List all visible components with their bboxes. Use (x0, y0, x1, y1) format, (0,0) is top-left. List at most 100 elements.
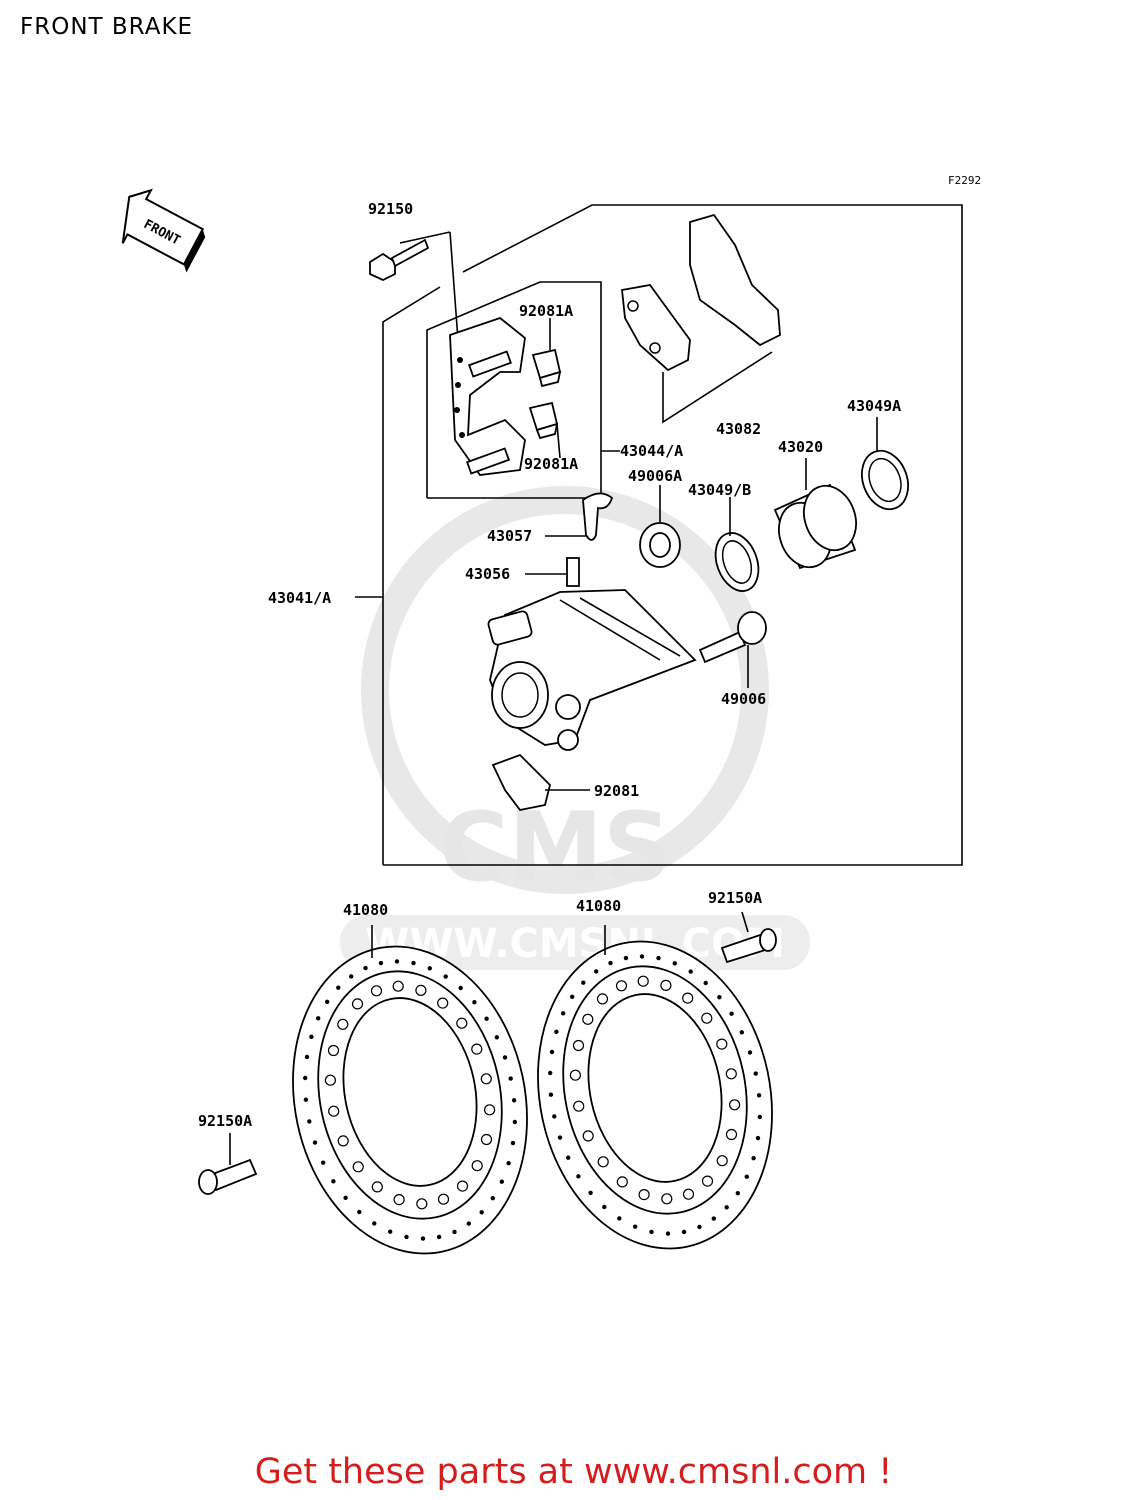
left-disc-inner-hole (393, 1193, 405, 1206)
caliper-bracket (449, 316, 526, 476)
right-disc-outer-hole (751, 1155, 756, 1161)
right-disc-inner-hole (616, 1176, 628, 1188)
right-disc-outer-hole (649, 1229, 654, 1235)
right-disc-outer-hole (548, 1092, 554, 1097)
seal-43049B (714, 497, 760, 592)
left-disc-outer-hole (304, 1054, 310, 1060)
right-disc-inner-hole (637, 975, 649, 987)
right-disc-outer-hole (608, 960, 613, 966)
right-disc-outer-hole (588, 1190, 593, 1196)
left-disc-outer-hole (312, 1140, 318, 1145)
seal-43049A (861, 417, 909, 511)
right-disc-outer-hole (744, 1174, 750, 1179)
left-disc-outer-hole (378, 960, 384, 966)
right-disc-outer-hole (717, 995, 722, 1000)
right-disc-outer-hole (672, 961, 678, 966)
left-disc-outer-hole (303, 1075, 308, 1081)
label-43041A: 43041/A (268, 589, 331, 607)
label-43020: 43020 (778, 438, 823, 456)
label-43049B: 43049/B (688, 481, 751, 499)
right-disc-inner-hole (572, 1039, 585, 1052)
right-disc-outer-hole (681, 1229, 687, 1235)
left-disc-inner-hole (371, 1181, 383, 1193)
right-disc-outer-hole (633, 1224, 638, 1229)
right-disc-inner-hole (597, 1156, 609, 1168)
left-disc-inner-hole (416, 1198, 428, 1210)
left-disc-inner-hole (437, 1193, 450, 1205)
left-disc-inner-hole (471, 1043, 483, 1055)
right-disc-inner-hole (569, 1069, 582, 1081)
piston-43020 (773, 458, 857, 570)
left-disc-outer-hole (336, 985, 341, 990)
right-disc-inner-hole (682, 992, 694, 1004)
left-disc-outer-hole (388, 1229, 393, 1234)
right-disc-outer-hole (566, 1155, 571, 1160)
right-disc-inner-hole (682, 1188, 695, 1200)
right-disc-inner-hole (582, 1130, 594, 1142)
label-49006: 49006 (721, 690, 766, 708)
left-disc-outer-hole (321, 1160, 326, 1165)
label-43057: 43057 (487, 527, 532, 545)
left-disc-inner-hole (328, 1105, 340, 1117)
left-disc-outer-hole (316, 1016, 321, 1021)
left-disc-outer-hole (472, 1000, 477, 1005)
left-disc-outer-hole (303, 1097, 309, 1102)
label-41080-right: 41080 (576, 897, 621, 915)
left-disc-outer-hole (427, 966, 432, 971)
right-disc-outer-hole (623, 955, 629, 961)
right-disc-outer-hole (602, 1204, 607, 1210)
left-disc-outer-hole (490, 1195, 495, 1201)
right-disc-inner-hole (716, 1038, 728, 1050)
label-92150A-left: 92150A (198, 1112, 252, 1130)
left-disc-inner-hole (352, 1161, 364, 1173)
right-disc-outer-hole (576, 1174, 581, 1179)
left-disc-inner-hole (480, 1073, 492, 1085)
left-disc-outer-hole (309, 1034, 314, 1040)
right-disc-outer-hole (735, 1190, 741, 1196)
right-disc-outer-hole (711, 1216, 717, 1221)
brake-disc-right (537, 925, 773, 1250)
left-disc-inner-hole (456, 1017, 468, 1029)
footer-link[interactable]: Get these parts at www.cmsnl.com ! (254, 1452, 893, 1492)
left-disc-outer-hole (331, 1179, 336, 1184)
label-49006A: 49006A (628, 467, 682, 485)
right-disc-outer-hole (570, 994, 575, 1000)
left-disc-outer-hole (484, 1016, 489, 1021)
left-disc-inner-hole (324, 1074, 336, 1086)
right-disc-inner-hole (661, 1193, 673, 1205)
label-92150A-right: 92150A (708, 889, 762, 907)
parts-diagram: CMS WWW.CMSNL.COM F2292 FRONT (121, 174, 981, 1255)
left-disc-outer-hole (404, 1234, 409, 1240)
bracket-subframe (426, 281, 602, 499)
label-43056: 43056 (465, 565, 510, 583)
left-disc-outer-hole (466, 1221, 471, 1226)
right-disc-inner-hole (638, 1188, 650, 1201)
right-disc-outer-hole (665, 1231, 671, 1236)
right-disc-inner-hole (716, 1155, 728, 1167)
label-92081A-top: 92081A (519, 302, 573, 320)
left-disc-inner-hole (337, 1135, 349, 1147)
right-disc-inner-hole (582, 1013, 594, 1025)
right-disc-inner-hole (660, 979, 672, 992)
pad-clip-upper (531, 318, 562, 388)
right-disc-outer-hole (554, 1029, 559, 1035)
bleeder-valve-43056 (525, 557, 580, 587)
right-disc-outer-hole (724, 1205, 729, 1210)
label-43082: 43082 (716, 420, 761, 438)
left-disc-outer-hole (394, 959, 400, 964)
left-disc-inner-hole (471, 1160, 483, 1172)
caliper-assembly-frame (382, 204, 963, 866)
slide-pin-49006 (698, 611, 767, 688)
left-disc-outer-hole (307, 1119, 312, 1124)
right-disc-outer-hole (639, 954, 645, 959)
right-disc-inner-hole (725, 1068, 737, 1080)
left-disc-outer-hole (479, 1210, 484, 1215)
left-disc-outer-hole (494, 1035, 499, 1040)
pad-spring-92081 (491, 753, 590, 811)
boot-49006A (639, 485, 681, 568)
left-disc-inner-hole (484, 1104, 496, 1116)
left-disc-outer-hole (508, 1076, 513, 1081)
right-disc-outer-hole (688, 969, 693, 974)
label-41080-left: 41080 (343, 901, 388, 919)
left-disc-outer-hole (511, 1098, 517, 1103)
